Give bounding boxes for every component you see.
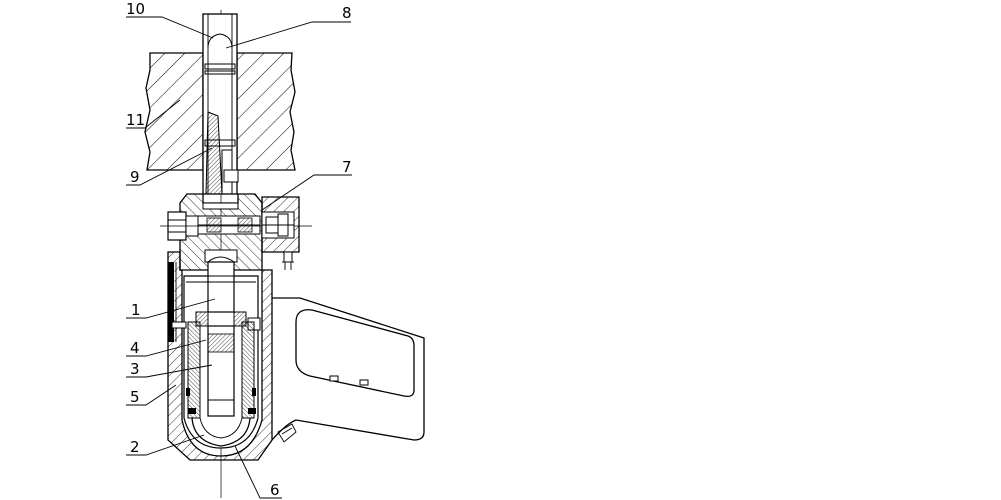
callout-6: 6 — [270, 481, 280, 499]
callout-4: 4 — [130, 339, 140, 357]
callout-3: 3 — [130, 360, 140, 378]
part-11-block — [144, 52, 296, 171]
part-3-piston — [186, 325, 256, 417]
callout-8: 8 — [342, 4, 352, 22]
callout-labels: 10 8 11 9 7 1 4 3 5 2 6 — [126, 0, 352, 499]
callout-1: 1 — [131, 301, 141, 319]
callout-5: 5 — [130, 388, 140, 406]
part-9-insert — [205, 111, 239, 195]
part-6-cap — [191, 417, 251, 447]
part-1-plunger — [186, 261, 256, 313]
callout-11: 11 — [126, 111, 145, 129]
part-4-cylinder — [187, 311, 255, 419]
part-7-side-module — [261, 196, 300, 270]
callout-9: 9 — [130, 168, 140, 186]
callout-2: 2 — [130, 438, 140, 456]
head-body — [160, 193, 312, 271]
leader-lines — [126, 16, 352, 499]
handle-grip — [271, 297, 425, 443]
callout-7: 7 — [342, 158, 352, 176]
callout-10: 10 — [126, 0, 145, 18]
